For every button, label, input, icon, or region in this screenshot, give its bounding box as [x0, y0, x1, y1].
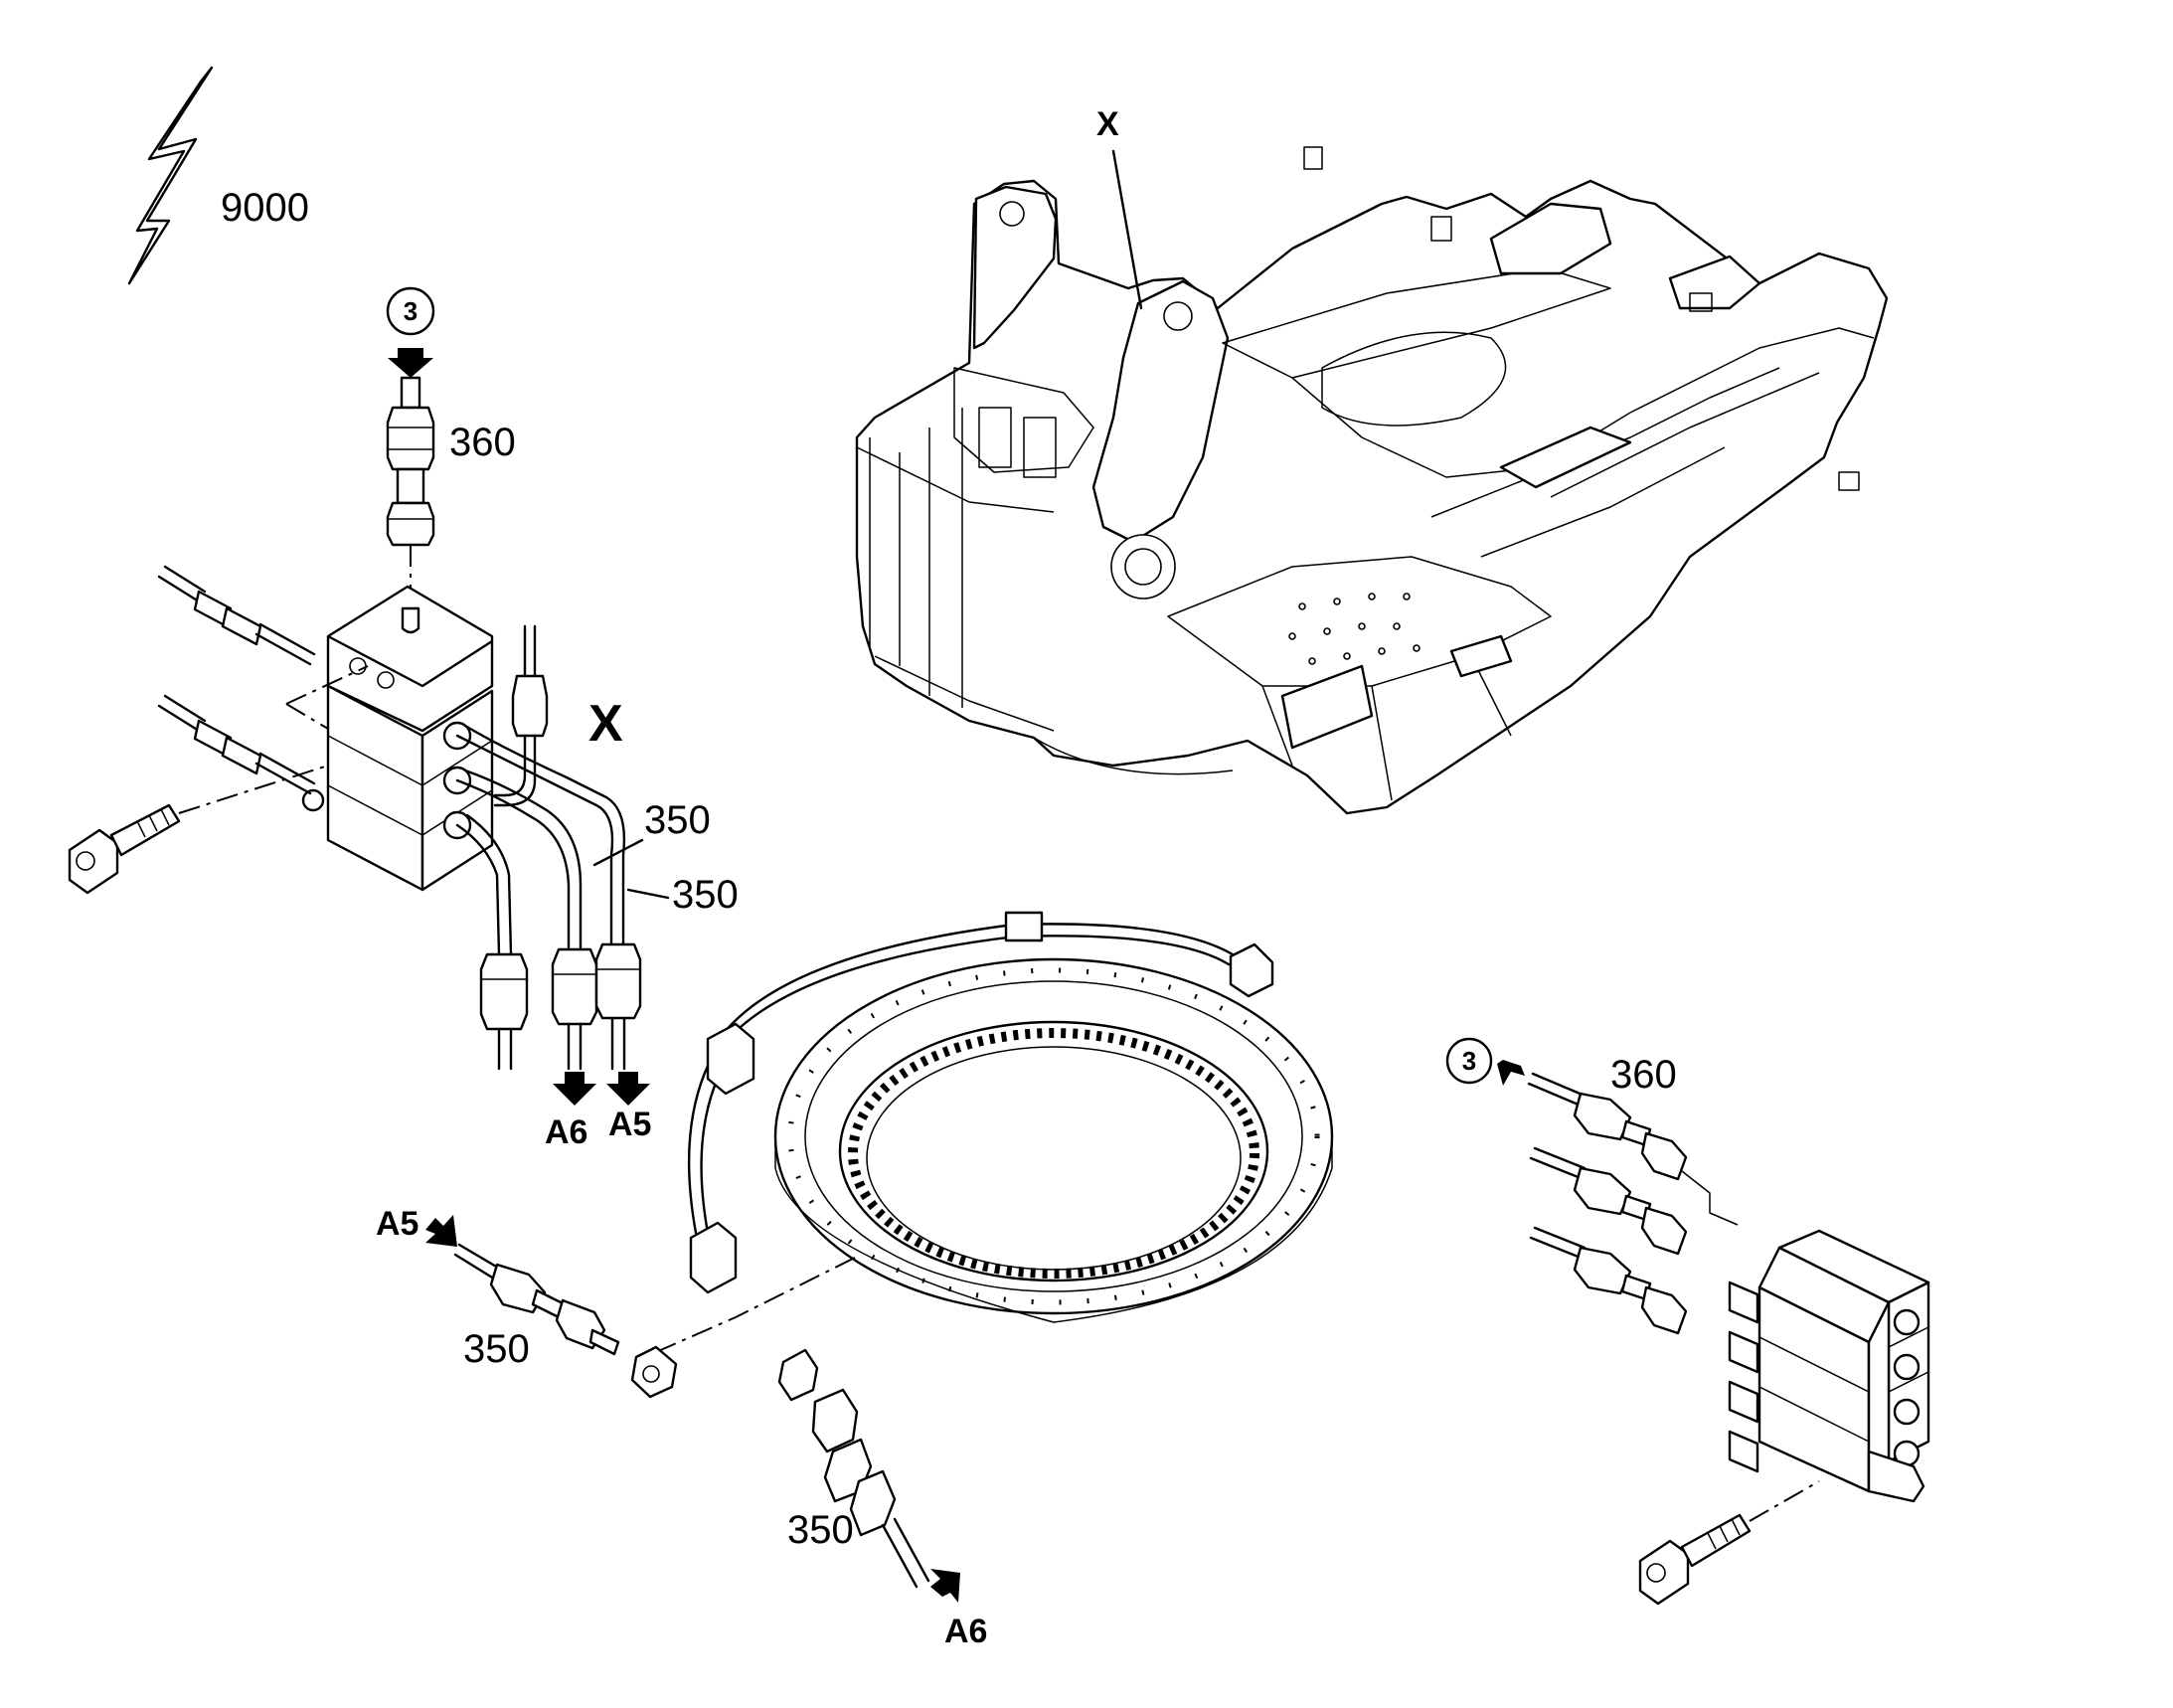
view-marker-leader	[1111, 149, 1143, 310]
reference-circle-top	[386, 286, 435, 336]
part-360-right-label: 360	[1610, 1053, 1677, 1097]
arrow-a6-down-icon	[553, 1072, 596, 1106]
part-350-bottom-label: 350	[787, 1508, 854, 1552]
tube-assembly-350	[455, 724, 626, 956]
part-350-label-a: 350	[644, 798, 711, 842]
tube-fittings-bottom	[479, 942, 642, 1071]
part-350-label-b: 350	[672, 873, 739, 917]
outlet-line-right-vertical	[493, 624, 549, 807]
ring-lube-line	[687, 911, 1274, 1294]
reference-circle-top-label: 3	[404, 296, 418, 326]
reference-circle-right	[1445, 1037, 1493, 1085]
bolt-axis-line-right	[1749, 1480, 1820, 1522]
fitting-360-top	[386, 376, 435, 547]
fitting-350-left	[453, 1243, 678, 1399]
arrow-out-icon	[1497, 1060, 1525, 1086]
flow-arrow-down-icon	[388, 348, 433, 378]
fitting-360-right	[1527, 1072, 1688, 1181]
inlet-lines-left	[157, 565, 316, 795]
connection-a5-left: A5	[376, 1205, 418, 1243]
flash-reference-label: 9000	[221, 186, 309, 230]
inlet-lines-right	[1529, 1146, 1688, 1335]
connection-a5-top: A5	[608, 1106, 651, 1143]
detail-marker-x: X	[588, 695, 623, 753]
connection-a6-top: A6	[545, 1113, 587, 1151]
distributor-block-right	[1728, 1229, 1930, 1503]
arrow-a5-down-icon	[606, 1072, 650, 1106]
slewing-ring	[773, 957, 1334, 1323]
connection-a6-bottom: A6	[944, 1613, 987, 1650]
fitting-360-right-leader	[1681, 1170, 1739, 1226]
ring-axis-line	[655, 1257, 856, 1353]
reference-circle-right-label: 3	[1462, 1046, 1476, 1076]
part-350-leader-a	[592, 838, 644, 867]
mounting-bolt-right	[1638, 1513, 1752, 1606]
deck-holes	[1288, 593, 1421, 665]
bolt-axis-line	[178, 765, 329, 814]
arrow-a5-in-icon	[425, 1215, 457, 1247]
chassis-frame	[855, 146, 1889, 815]
electrical-flash-icon	[127, 66, 214, 285]
mounting-bolt-left	[68, 803, 181, 895]
part-350-left-label: 350	[463, 1327, 530, 1371]
arrow-a6-in-icon	[930, 1569, 960, 1603]
view-marker-x: X	[1096, 105, 1119, 143]
part-350-leader-b	[626, 888, 670, 900]
port-axis-lines	[285, 665, 369, 730]
fitting-350-bottom	[777, 1348, 930, 1589]
part-360-top-label: 360	[449, 421, 516, 464]
